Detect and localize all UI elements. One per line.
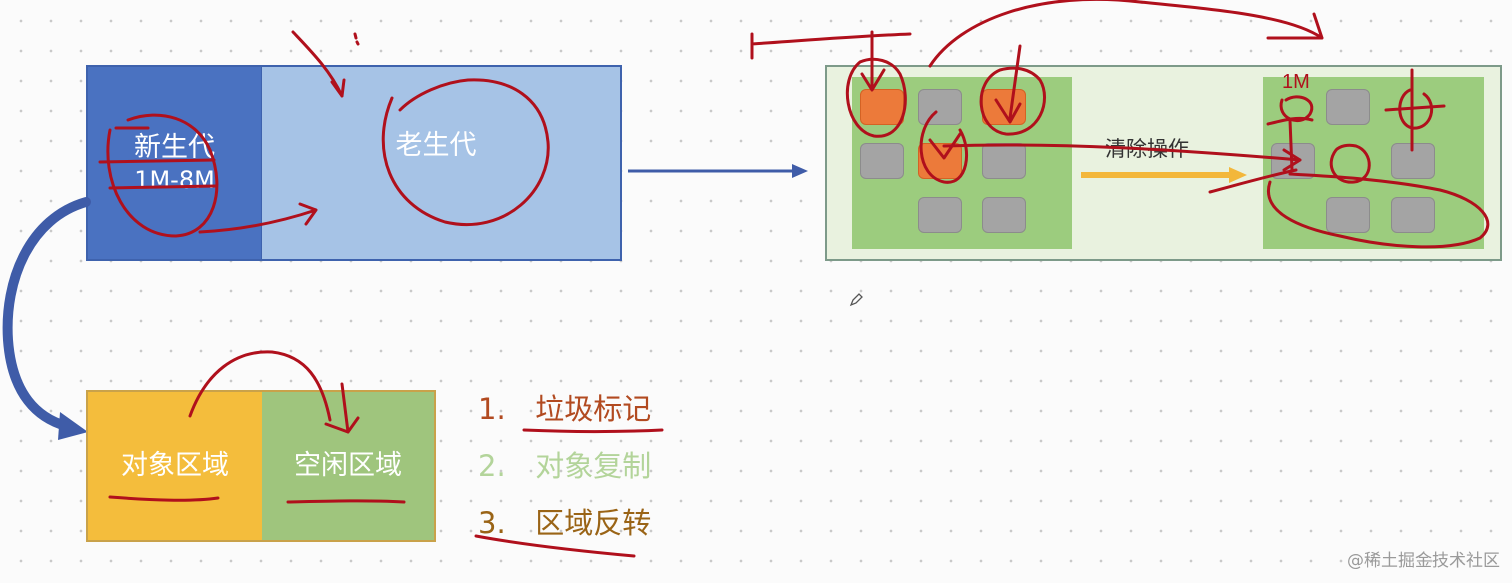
to-gc-arrow: [628, 164, 808, 178]
young-to-semispace-arrow: [2, 197, 91, 440]
step-text: 对象复制: [535, 449, 652, 483]
dead-object-cell: [918, 89, 962, 125]
old-generation-label: 老生代: [395, 130, 477, 161]
young-generation-size: 1M-8M: [134, 165, 215, 194]
object-area-label: 对象区域: [121, 450, 229, 482]
dead-object-cell: [1271, 143, 1315, 179]
annotation-stroke: [750, 32, 912, 60]
step-number: 3.: [478, 506, 506, 540]
clear-operation-arrow: [1081, 167, 1247, 183]
step-item: 1. 垃圾标记: [478, 386, 651, 443]
dead-object-cell: [860, 143, 904, 179]
dead-object-cell: [918, 197, 962, 233]
gc-steps-list: 1. 垃圾标记 2. 对象复制 3. 区域反转: [478, 386, 651, 557]
heap-generations: 新生代 1M-8M 老生代: [86, 65, 622, 261]
young-generation-box: 新生代 1M-8M: [88, 67, 262, 259]
dead-object-cell: [982, 197, 1026, 233]
clear-operation-label: 清除操作: [1105, 133, 1189, 163]
step-text: 垃圾标记: [535, 392, 652, 426]
object-area-box: 对象区域: [88, 392, 262, 540]
annotation-stroke: [353, 32, 360, 46]
free-area-label: 空闲区域: [294, 450, 402, 482]
young-semispaces: 对象区域 空闲区域: [86, 390, 436, 542]
old-generation-box: 老生代: [262, 67, 620, 259]
memory-area-after: [1263, 77, 1484, 249]
dead-object-cell: [1391, 143, 1435, 179]
memory-area-before: [852, 77, 1072, 249]
dead-object-cell: [982, 143, 1026, 179]
young-generation-label: 新生代: [134, 132, 215, 164]
watermark: @稀土掘金技术社区: [1347, 551, 1500, 571]
pen-cursor-icon: [849, 293, 863, 307]
annotation-stroke: [928, 0, 1324, 68]
step-number: 2.: [478, 449, 506, 483]
dead-object-cell: [1326, 197, 1370, 233]
step-item: 2. 对象复制: [478, 443, 651, 500]
dead-object-cell: [1391, 197, 1435, 233]
live-object-cell: [860, 89, 904, 125]
gc-clear-panel: 清除操作: [825, 65, 1502, 261]
live-object-cell: [918, 143, 962, 179]
step-text: 区域反转: [535, 506, 652, 540]
dead-object-cell: [1326, 89, 1370, 125]
step-item: 3. 区域反转: [478, 500, 651, 557]
step-number: 1.: [478, 392, 506, 426]
live-object-cell: [982, 89, 1026, 125]
free-area-box: 空闲区域: [262, 392, 434, 540]
